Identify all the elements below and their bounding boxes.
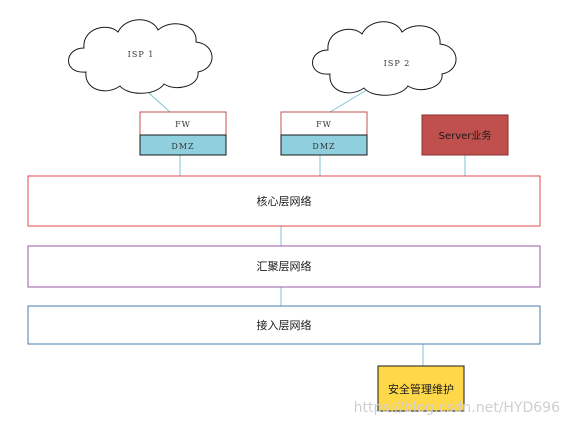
isp1-label: ISP 1 [128,50,155,59]
fw1-label: FW [175,120,191,129]
security-label: 安全管理维护 [388,382,454,396]
aggregation-layer: 汇聚层网络 [27,245,541,288]
core-label: 核心层网络 [257,194,312,208]
dmz1-box [139,134,227,156]
access-box [27,305,541,345]
aggregation-label: 汇聚层网络 [257,259,312,273]
firewall-2: FW DMZ [280,111,368,156]
firewall-1: FW DMZ [139,111,227,156]
dmz2-box [280,134,368,156]
fw2-label: FW [316,120,332,129]
watermark-text: https://blog.csdn.net/HYD696 [353,400,560,416]
server-box [421,114,509,156]
dmz2-label: DMZ [312,142,335,151]
server-node: Server业务 [421,114,509,156]
aggregation-box [27,245,541,288]
core-layer: 核心层网络 [27,175,541,227]
access-layer: 接入层网络 [27,305,541,345]
core-box [27,175,541,227]
dmz1-label: DMZ [171,142,194,151]
security-box [377,365,465,412]
isp1-cloud: ISP 1 [68,19,213,94]
isp2-cloud-shape [312,21,457,96]
isp2-label: ISP 2 [384,59,411,68]
isp2-cloud: ISP 2 [312,21,457,96]
access-label: 接入层网络 [257,318,312,332]
security-node: 安全管理维护 [377,365,465,412]
server-label: Server业务 [439,129,492,142]
isp1-cloud-shape [68,19,213,94]
